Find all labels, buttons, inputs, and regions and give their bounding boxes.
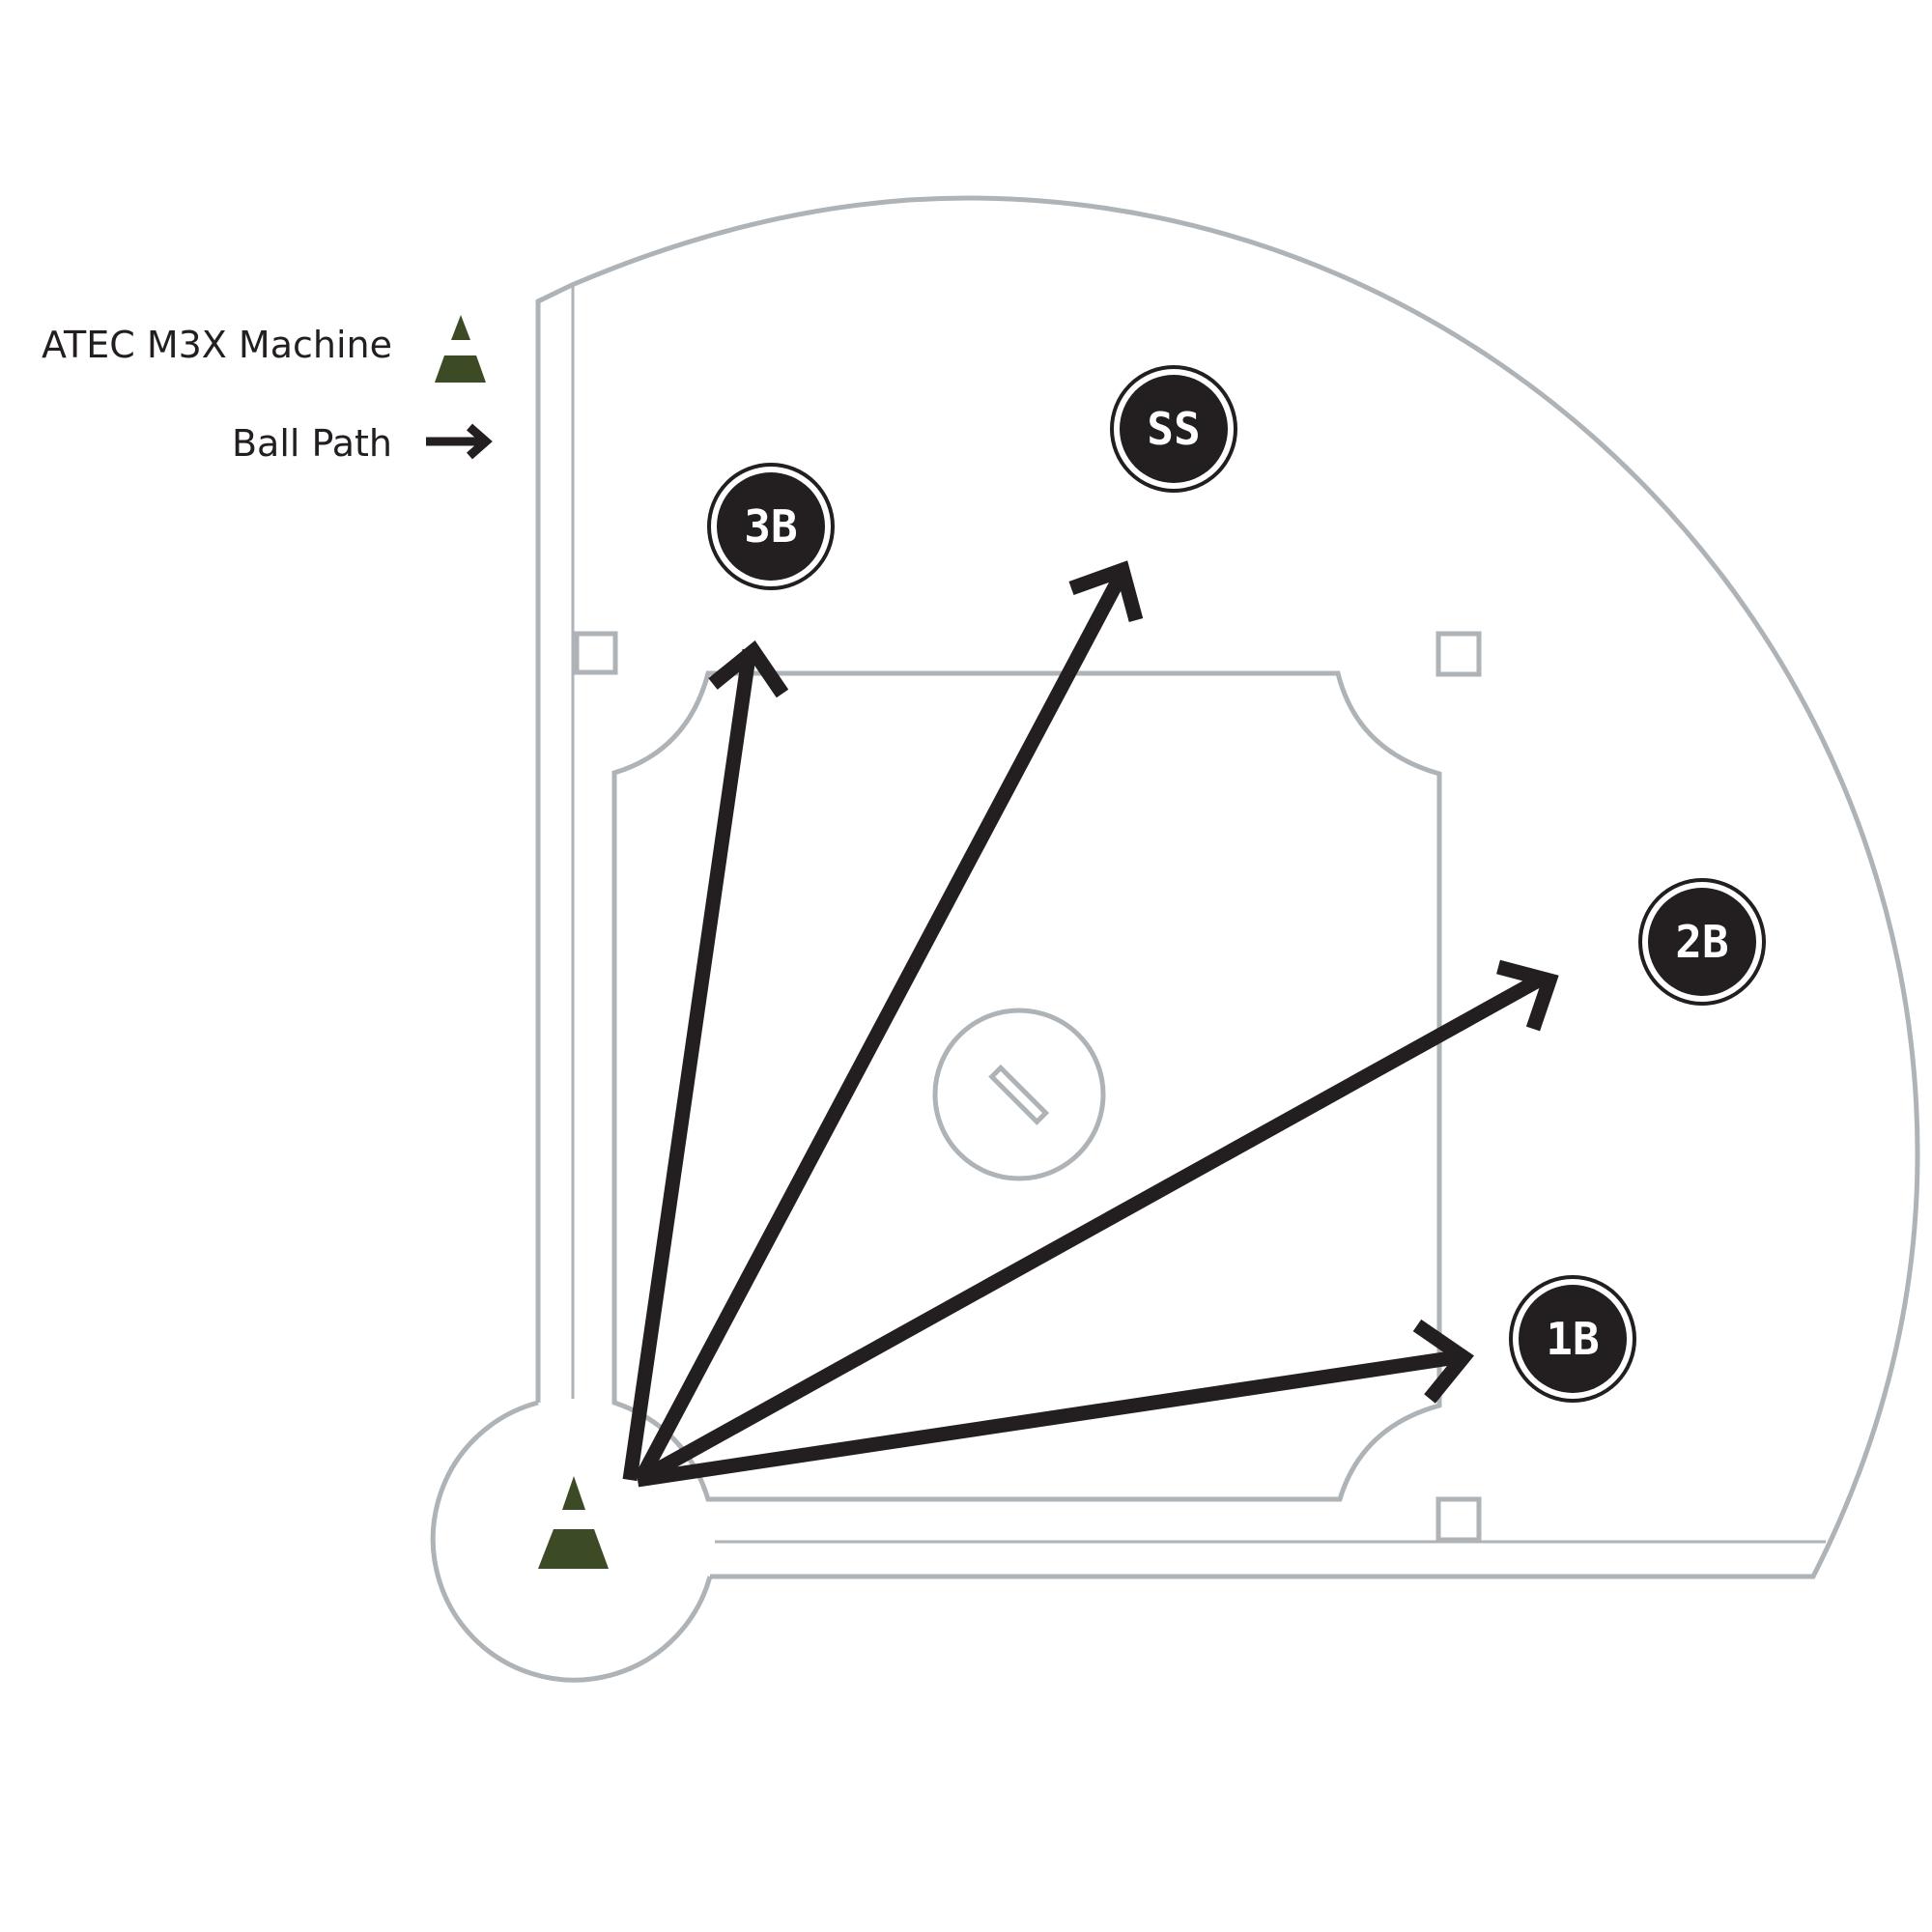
fielder-second-base: 2B: [1638, 878, 1766, 1006]
second-base-bag: [1435, 631, 1482, 677]
first-base-bag: [1435, 1496, 1482, 1543]
ball-path-to-second-base: [645, 959, 1559, 1481]
arrow-right-icon: [426, 423, 493, 460]
triangle-machine-icon: [538, 1476, 609, 1569]
fielder-label-2b: 2B: [1675, 916, 1728, 968]
ball-path-to-shortstop: [635, 560, 1144, 1482]
legend: ATEC M3X Machine Ball Path: [42, 315, 493, 465]
outfield-boundary: [535, 195, 1920, 1579]
fielder-label-ss: SS: [1147, 403, 1200, 455]
field: [430, 195, 1920, 1683]
fielder-label-3b: 3B: [744, 500, 797, 553]
legend-machine-icon: [435, 315, 486, 383]
fielder-shortstop: SS: [1110, 365, 1237, 493]
fielder-label-1b: 1B: [1546, 1313, 1599, 1365]
legend-path-label: Ball Path: [232, 422, 392, 465]
infield-skin: [611, 670, 1442, 1502]
fielder-first-base: 1B: [1509, 1275, 1636, 1403]
ball-path-to-third-base: [622, 640, 789, 1482]
third-base-bag: [574, 631, 618, 675]
ball-paths: [622, 560, 1559, 1488]
fielder-third-base: 3B: [707, 463, 835, 590]
pitchers-mound: [932, 1008, 1106, 1181]
home-plate-circle: [430, 1400, 713, 1683]
rubber-icon: [988, 1064, 1050, 1125]
legend-machine-label: ATEC M3X Machine: [42, 324, 392, 366]
ball-path-to-first-base: [636, 1319, 1474, 1488]
